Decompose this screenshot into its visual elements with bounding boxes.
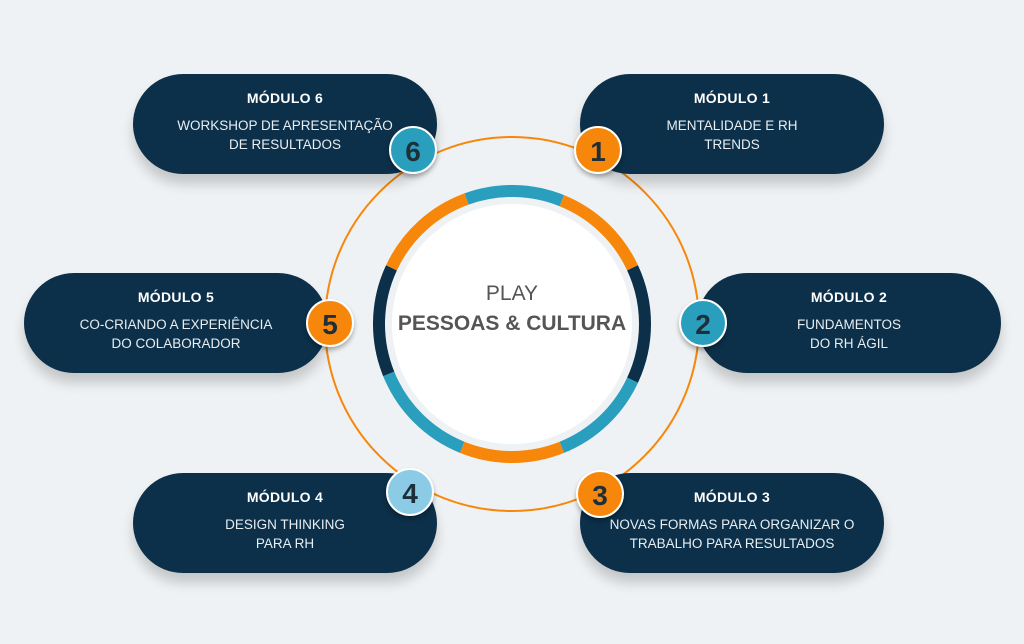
module-6-badge: 6: [389, 126, 437, 174]
module-title: MÓDULO 3: [693, 489, 771, 505]
module-5-badge: 5: [306, 299, 354, 347]
module-2-card[interactable]: MÓDULO 2 FUNDAMENTOS DO RH ÁGIL: [697, 273, 1001, 373]
module-5-card[interactable]: MÓDULO 5 CO-CRIANDO A EXPERIÊNCIA DO COLA…: [24, 273, 328, 373]
module-title: MÓDULO 2: [810, 289, 888, 305]
module-1-card[interactable]: MÓDULO 1 MENTALIDADE E RH TRENDS: [580, 74, 884, 174]
ring-segment: [459, 441, 565, 463]
ring-segment: [464, 185, 565, 207]
module-title: MÓDULO 5: [137, 289, 215, 305]
module-description: DESIGN THINKING PARA RH: [225, 517, 345, 551]
module-title: MÓDULO 6: [246, 90, 324, 106]
module-3-card[interactable]: MÓDULO 3 NOVAS FORMAS PARA ORGANIZAR O TR…: [580, 473, 884, 573]
center-title-main: PESSOAS & CULTURA: [397, 312, 627, 335]
module-description: FUNDAMENTOS DO RH ÁGIL: [796, 317, 901, 351]
ring-segment: [383, 371, 465, 453]
ring-segment: [559, 195, 638, 271]
ring-segment: [386, 193, 469, 271]
ring-segment: [627, 265, 651, 383]
module-1-badge: 1: [574, 126, 622, 174]
ring-segment: [373, 265, 397, 377]
module-2-badge: 2: [679, 299, 727, 347]
center-circle: PLAY PESSOAS & CULTURA: [392, 204, 632, 444]
module-description: MENTALIDADE E RH TRENDS: [666, 118, 798, 152]
module-title: MÓDULO 1: [693, 90, 771, 106]
ring-segment: [559, 377, 638, 453]
module-4-badge: 4: [386, 468, 434, 516]
center-title-play: PLAY: [485, 282, 539, 305]
module-description: CO-CRIANDO A EXPERIÊNCIA DO COLABORADOR: [79, 317, 273, 351]
inner-segmented-ring: [373, 185, 651, 463]
module-description: WORKSHOP DE APRESENTAÇÃO DE RESULTADOS: [177, 118, 393, 152]
module-6-card[interactable]: MÓDULO 6 WORKSHOP DE APRESENTAÇÃO DE RESU…: [133, 74, 437, 174]
module-description: NOVAS FORMAS PARA ORGANIZAR O TRABALHO P…: [609, 517, 855, 551]
module-3-badge: 3: [576, 470, 624, 518]
module-title: MÓDULO 4: [246, 489, 324, 505]
